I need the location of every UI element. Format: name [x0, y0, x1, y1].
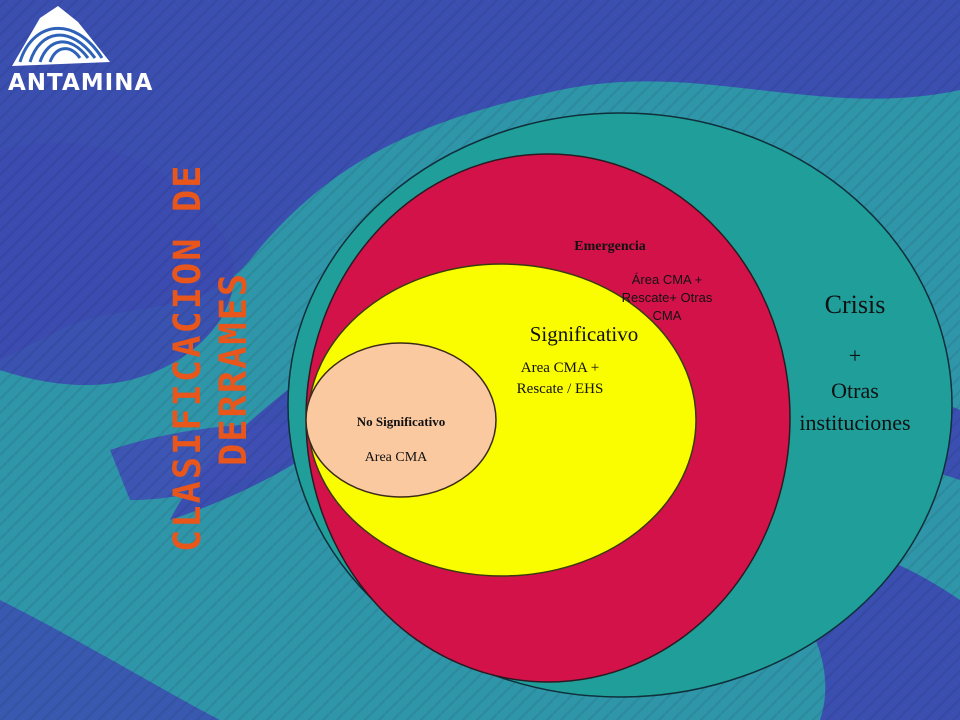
- emergencia-label: Emergencia: [574, 239, 646, 254]
- antamina-logo: [12, 6, 110, 66]
- emergencia-scope-line-2: Rescate+ Otras: [621, 290, 713, 305]
- no-significativo-scope: Area CMA: [364, 450, 428, 465]
- emergencia-scope-line-3: CMA: [652, 308, 682, 323]
- significativo-scope-line-2: Rescate / EHS: [516, 381, 604, 397]
- no-significativo-ellipse: [305, 342, 497, 498]
- crisis-plus: +: [848, 343, 862, 368]
- crisis-scope-line-2: instituciones: [799, 410, 911, 435]
- significativo-label: Significativo: [529, 322, 639, 346]
- emergencia-scope-line-1: Área CMA +: [631, 272, 703, 287]
- significativo-scope-line-1: Area CMA +: [520, 360, 600, 376]
- crisis-scope-line-1: Otras: [831, 378, 879, 403]
- title-line-2: DERRAMES: [212, 271, 255, 466]
- no-significativo-label: No Significativo: [356, 414, 446, 429]
- crisis-label: Crisis: [824, 290, 886, 319]
- logo-text: ANTAMINA: [8, 70, 154, 96]
- title-line-1: CLASIFICACION DE: [166, 163, 209, 552]
